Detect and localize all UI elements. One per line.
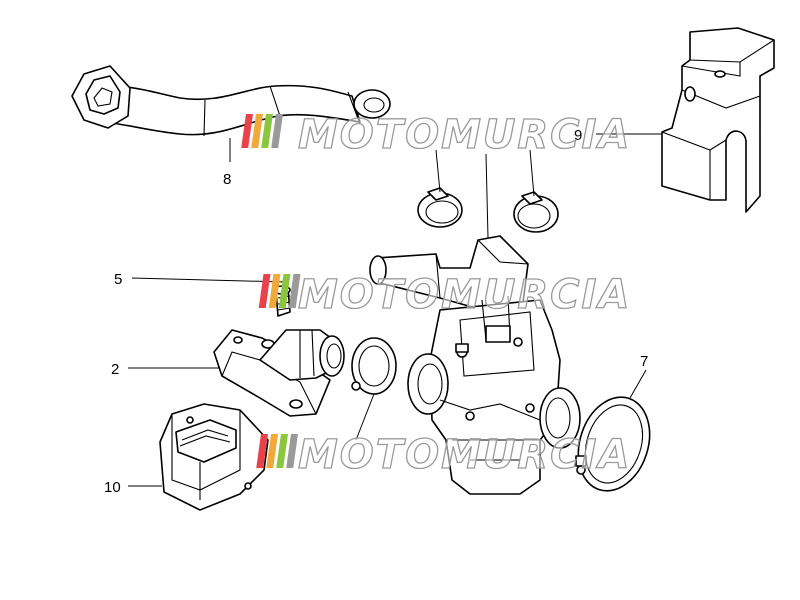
callout-8: 8 xyxy=(223,171,231,188)
callout-2: 2 xyxy=(111,361,119,378)
callout-7: 7 xyxy=(640,353,648,370)
carburetor-assembly xyxy=(369,235,581,495)
watermark-text: MOTOMURCIA xyxy=(298,432,631,478)
large-hose-clamp-part-7 xyxy=(575,396,651,492)
reed-valve-part-10 xyxy=(159,403,269,511)
callout-5: 5 xyxy=(114,271,122,288)
leader-5 xyxy=(131,277,287,283)
watermark-stripe-red xyxy=(258,274,271,308)
watermark-stripe-gray xyxy=(286,434,299,468)
leader-clamp-middle xyxy=(355,393,375,441)
callout-9: 9 xyxy=(574,127,582,144)
rubber-cover-part-9 xyxy=(661,27,775,213)
watermark-text: MOTOMURCIA xyxy=(298,112,631,158)
leader-7 xyxy=(629,369,647,399)
leader-carb xyxy=(485,153,489,239)
callout-labels: 8 9 5 2 10 7 xyxy=(104,127,648,496)
watermark-stripe-orange xyxy=(251,114,263,148)
watermark-stripe-red xyxy=(256,434,269,468)
leader-clamp-left xyxy=(435,149,441,193)
watermark-stripe-red xyxy=(241,114,253,148)
intake-manifold-part-2 xyxy=(213,329,345,417)
watermark-stripe-green xyxy=(276,434,289,468)
watermark-stripe-green xyxy=(278,274,291,308)
hose-clamp-upper-left xyxy=(417,187,463,228)
intake-hose-part-8 xyxy=(71,65,391,137)
leader-clamp-right xyxy=(529,149,535,197)
watermark-text: MOTOMURCIA xyxy=(298,272,631,318)
leader-lines xyxy=(128,133,662,487)
watermark-stripe-gray xyxy=(271,114,283,148)
callout-10: 10 xyxy=(104,479,121,496)
watermark-stripe-gray xyxy=(288,274,301,308)
hose-clamp-middle xyxy=(351,337,397,395)
watermark-stripe-green xyxy=(261,114,273,148)
watermark-stripe-orange xyxy=(268,274,281,308)
watermark-top: MOTOMURCIA xyxy=(241,111,631,159)
hose-clamp-upper-right xyxy=(513,191,559,233)
watermark-bottom: MOTOMURCIA xyxy=(256,431,631,479)
watermark-stripe-orange xyxy=(266,434,279,468)
watermark-middle: MOTOMURCIA xyxy=(258,271,631,319)
